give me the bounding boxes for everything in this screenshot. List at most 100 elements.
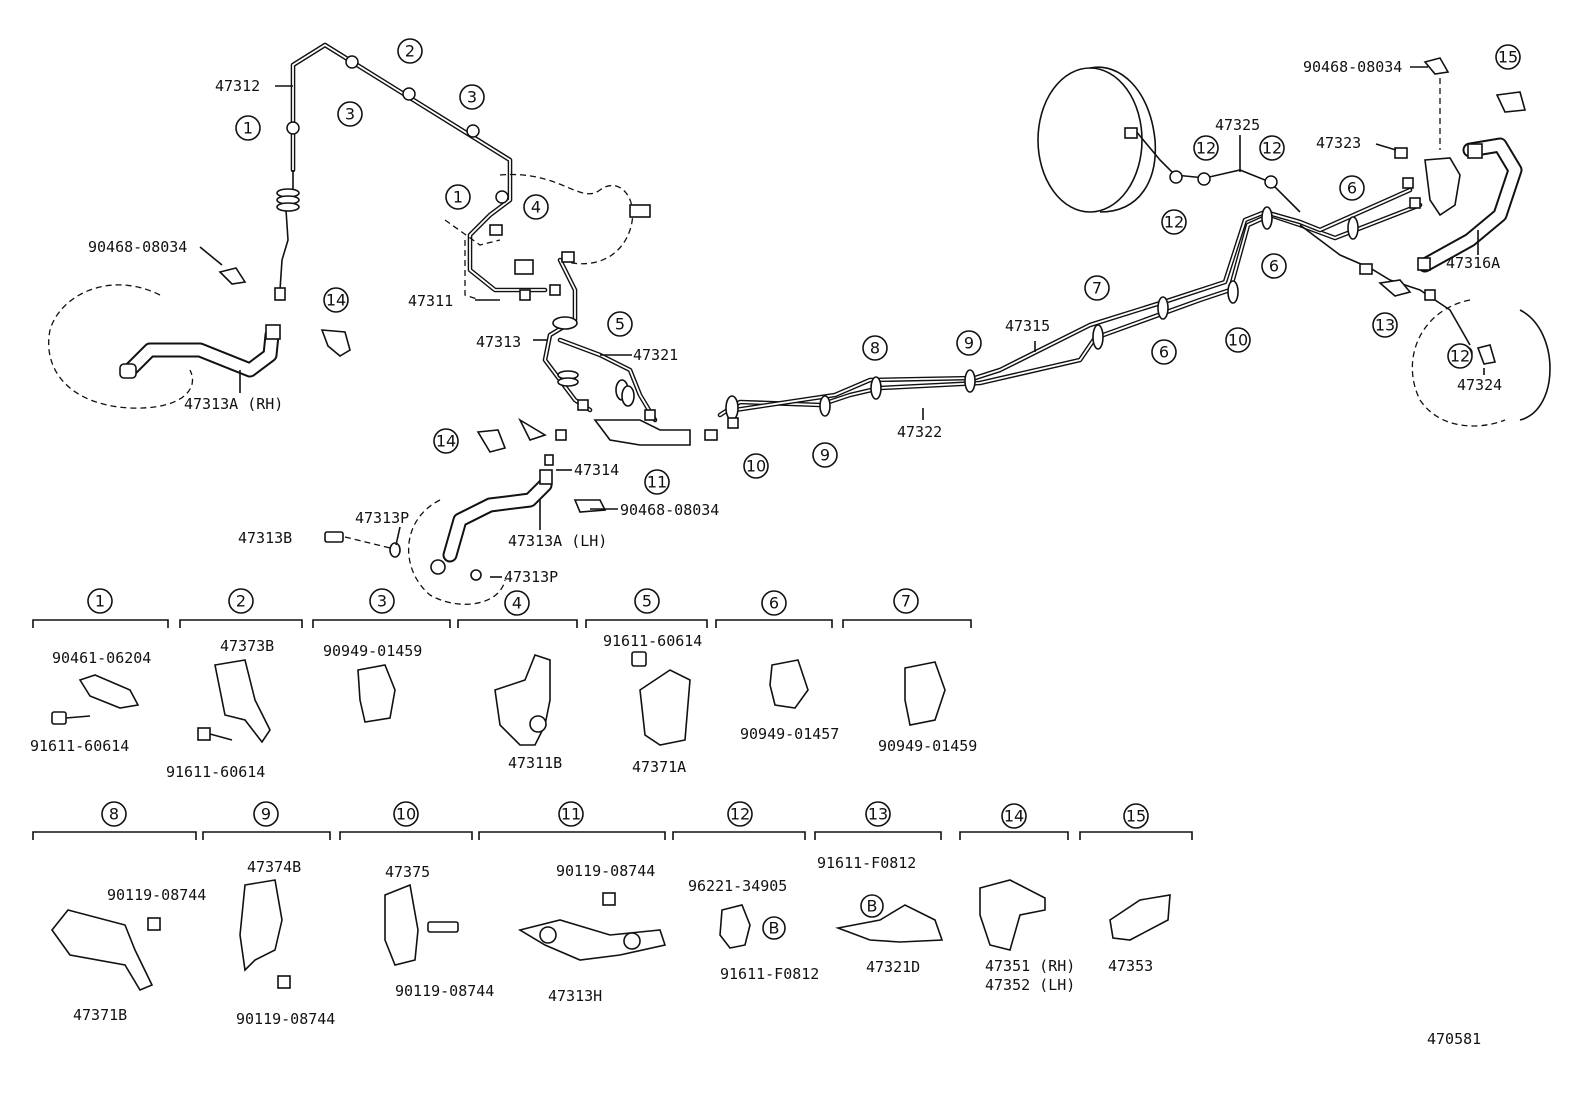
callout-number: 3 (467, 88, 477, 107)
callout-number: 12 (1196, 139, 1216, 158)
legend-2-part-a: 47373B (220, 637, 274, 655)
callout-12: 12 (1161, 209, 1187, 235)
callout-number: 1 (243, 119, 253, 138)
callout-13: 13 (1372, 312, 1398, 338)
callout-number: 3 (377, 592, 387, 611)
callout-5: 5 (607, 311, 633, 337)
legend-6-part-a: 90949-01457 (740, 725, 839, 743)
legend-labels: 90461-06204 91611-60614 47373B 91611-606… (30, 632, 1153, 1028)
callout-number: 2 (236, 592, 246, 611)
diagram-number: 470581 (1427, 1030, 1481, 1048)
callout-15: 15 (1495, 44, 1521, 70)
callout-number: 10 (746, 457, 766, 476)
label-47322: 47322 (897, 423, 942, 441)
legend-callout-2: 2 (228, 588, 254, 614)
legend-callout-11: 11 (558, 801, 584, 827)
callout-number: 8 (870, 339, 880, 358)
b-marker: B (769, 919, 780, 938)
wheel-outlines (48, 66, 1551, 605)
legend-callout-9: 9 (253, 801, 279, 827)
callout-1: 1 (235, 115, 261, 141)
legend-1-part-a: 90461-06204 (52, 649, 151, 667)
leader-lines (199, 66, 1485, 578)
legend-5-part-b: 47371A (632, 758, 686, 776)
callout-10: 10 (1225, 327, 1251, 353)
legend-part-sketches (50, 651, 1171, 992)
callout-number: 12 (730, 805, 750, 824)
callout-number: 6 (1269, 257, 1279, 276)
label-47313: 47313 (476, 333, 521, 351)
callout-number: 11 (647, 473, 667, 492)
legend-b-markers: B B (769, 897, 878, 938)
label-47313a-rh: 47313A (RH) (184, 395, 283, 413)
legend-callout-8: 8 (101, 801, 127, 827)
callout-number: 7 (901, 592, 911, 611)
legend-callout-12: 12 (727, 801, 753, 827)
pipe-clamps (552, 206, 1359, 421)
callout-1: 1 (445, 184, 471, 210)
legend-9-part-b: 90119-08744 (236, 1010, 335, 1028)
callout-number: 10 (1228, 331, 1248, 350)
callout-number: 7 (1092, 279, 1102, 298)
callout-number: 6 (1159, 343, 1169, 362)
label-47313p-upper: 47313P (355, 509, 409, 527)
label-47313a-lh: 47313A (LH) (508, 532, 607, 550)
label-90468-08034-front: 90468-08034 (88, 238, 187, 256)
callout-12: 12 (1447, 343, 1473, 369)
legend-1-part-b: 91611-60614 (30, 737, 129, 755)
callout-number: 9 (261, 805, 271, 824)
legend-callout-5: 5 (634, 588, 660, 614)
legend-9-part-a: 47374B (247, 858, 301, 876)
callout-8: 8 (862, 335, 888, 361)
flex-hoses (122, 137, 1523, 563)
legend-callout-10: 10 (393, 801, 419, 827)
callout-3: 3 (337, 101, 363, 127)
callout-number: 3 (345, 105, 355, 124)
legend-callout-6: 6 (761, 590, 787, 616)
legend-callout-14: 14 (1001, 803, 1027, 829)
legend-3-part-a: 90949-01459 (323, 642, 422, 660)
legend-callout-3: 3 (369, 588, 395, 614)
legend-11-part-a: 90119-08744 (556, 862, 655, 880)
legend-10-part-a: 47375 (385, 863, 430, 881)
label-47314: 47314 (574, 461, 619, 479)
callout-number: 14 (326, 291, 346, 310)
legend-15-part-a: 47353 (1108, 957, 1153, 975)
callout-number: 10 (396, 805, 416, 824)
callout-number: 8 (109, 805, 119, 824)
callout-6: 6 (1339, 175, 1365, 201)
label-47316a: 47316A (1446, 254, 1500, 272)
legend-13-part-a: 91611-F0812 (817, 854, 916, 872)
legend-callout-13: 13 (865, 801, 891, 827)
legend-12-part-b: 91611-F0812 (720, 965, 819, 983)
callout-number: 4 (531, 198, 541, 217)
coil-springs (276, 188, 635, 407)
callout-number: 14 (436, 432, 456, 451)
callout-number: 12 (1450, 347, 1470, 366)
callout-9: 9 (956, 330, 982, 356)
callout-2: 2 (397, 38, 423, 64)
part-labels: 47312 90468-08034 47313A (RH) 47311 4731… (88, 58, 1502, 586)
legend-4-part-a: 47311B (508, 754, 562, 772)
legend-callout-15: 15 (1123, 803, 1149, 829)
callout-number: 2 (405, 42, 415, 61)
label-47313b: 47313B (238, 529, 292, 547)
legend-11-part-b: 47313H (548, 987, 602, 1005)
callout-4: 4 (523, 194, 549, 220)
callout-6: 6 (1151, 339, 1177, 365)
legend-12-part-a: 96221-34905 (688, 877, 787, 895)
legend-7-part-a: 90949-01459 (878, 737, 977, 755)
callout-number: 15 (1498, 48, 1518, 67)
legend-callout-4: 4 (504, 590, 530, 616)
legend-14-part-a: 47351 (RH) (985, 957, 1075, 975)
label-47323: 47323 (1316, 134, 1361, 152)
legend-5-part-a: 91611-60614 (603, 632, 702, 650)
callout-number: 13 (1375, 316, 1395, 335)
callout-12: 12 (1193, 135, 1219, 161)
legend-callout-7: 7 (893, 588, 919, 614)
callout-9: 9 (812, 442, 838, 468)
label-47325: 47325 (1215, 116, 1260, 134)
label-90468-08034-rear: 90468-08034 (1303, 58, 1402, 76)
label-47324: 47324 (1457, 376, 1502, 394)
